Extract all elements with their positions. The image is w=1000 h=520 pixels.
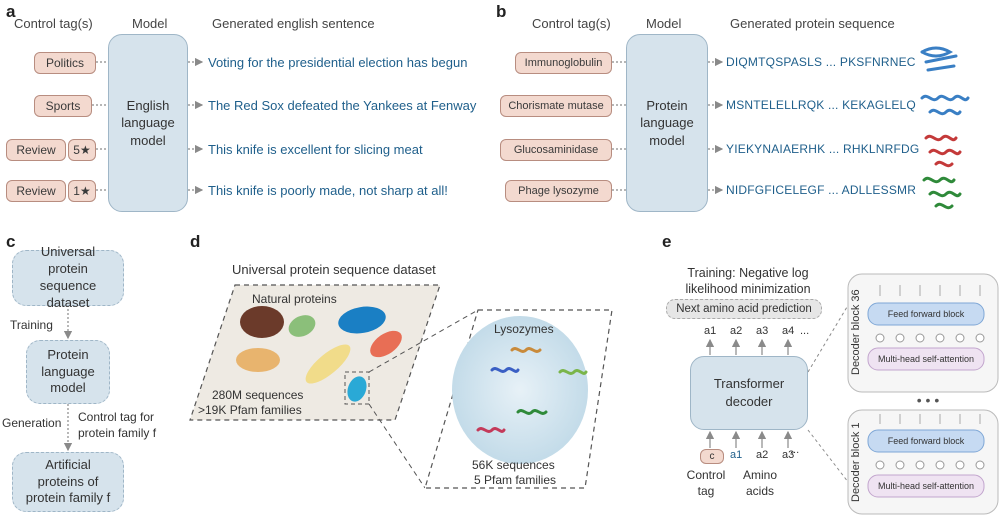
protein-blob [236,348,280,372]
output-token: ... [800,325,810,337]
lysozymes-label: Lysozymes [494,322,554,336]
input-token: a2 [756,449,769,461]
protein-language-model: Protein language model [626,34,708,212]
next-amino-acid-prediction: Next amino acid prediction [666,299,822,319]
panel-d-label: d [190,232,201,251]
input-token: a3 [782,449,795,461]
tag-phage-lysozyme: Phage lysozyme [505,180,612,202]
training-label: Training [10,318,53,332]
dataset-title: Universal protein sequence dataset [232,262,436,277]
protein-blob [338,306,386,334]
output-token: a3 [756,325,769,337]
artificial-proteins-box: Artificial proteins of protein family f [12,452,124,512]
english-language-model: English language model [108,34,188,212]
panel-a-tags-header: Control tag(s) [14,16,93,31]
panel-a-model-header: Model [132,16,168,31]
feed-forward-block: Feed forward block [887,436,965,446]
lyso-sequence-count: 56K sequences [472,458,555,472]
natural-proteins-label: Natural proteins [252,292,337,306]
output-sentence: This knife is poorly made, not sharp at … [208,183,448,198]
lyso-family-count: 5 Pfam families [474,473,557,487]
output-token: a1 [704,325,717,337]
decoder-block-36-label: Decoder block 36 [850,289,862,375]
panel-c-label: c [6,232,16,251]
tag-politics: Politics [34,52,96,74]
protein-blob [288,315,316,337]
output-sentence: Voting for the presidential election has… [208,55,468,70]
generation-label: Generation [2,416,62,430]
output-sentence: This knife is excellent for slicing meat [208,142,423,157]
amino-acids-caption: Amino acids [742,468,777,498]
protein-model-box: Protein language model [26,340,110,404]
protein-structure-icons [920,46,970,210]
panel-b-tags-header: Control tag(s) [532,16,611,31]
panel-a-output-header: Generated english sentence [212,16,375,31]
tag-chorismate-mutase: Chorismate mutase [500,95,612,117]
tag-rating-5: 5★ [68,139,96,161]
panel-b-label: b [496,2,507,21]
output-token: a2 [730,325,743,337]
tag-immunoglobulin: Immunoglobulin [515,52,612,74]
input-token: a1 [730,449,743,461]
protein-blob [305,344,351,384]
tag-sports: Sports [34,95,92,117]
protein-sequence: DIQMTQSPASLS ... PKSFNRNEC [726,55,916,69]
universal-dataset-box: Universal protein sequence dataset [12,244,124,310]
tag-review: Review [6,139,66,161]
training-objective: Training: Negative log likelihood minimi… [685,266,811,296]
lysozyme-structures [476,347,588,433]
panel-b-output-header: Generated protein sequence [730,16,895,31]
control-tag-caption: Control tag [686,468,726,498]
protein-blob [347,376,367,402]
control-tag-note: Control tag for protein family f [78,410,157,440]
decoder-block-1-label: Decoder block 1 [850,422,862,502]
multi-head-attention: Multi-head self-attention [877,354,975,364]
protein-blob [370,330,402,358]
protein-sequence: NIDFGFICELEGF ... ADLLESSMR [726,183,917,197]
control-tag-token: c [700,449,724,464]
sequence-count: 280M sequences [212,388,304,402]
protein-sequence: MSNTELELLRQK ... KEKAGLELQ [726,98,916,112]
protein-sequence: YIEKYNAIAERHK ... RHKLNRFDG [726,142,920,156]
tag-glucosaminidase: Glucosaminidase [500,139,612,161]
feed-forward-block: Feed forward block [887,309,965,319]
multi-head-attention: Multi-head self-attention [877,481,975,491]
output-token: a4 [782,325,795,337]
transformer-decoder: Transformer decoder [690,356,808,430]
ellipsis-dots: • • • [916,392,940,408]
tag-review: Review [6,180,66,202]
panel-e-label: e [662,232,672,251]
input-token: ... [790,444,800,456]
protein-blob [240,306,284,338]
output-sentence: The Red Sox defeated the Yankees at Fenw… [208,98,477,113]
panel-b-model-header: Model [646,16,682,31]
tag-rating-1: 1★ [68,180,96,202]
family-count: >19K Pfam families [198,403,302,417]
panel-a-label: a [6,2,16,21]
